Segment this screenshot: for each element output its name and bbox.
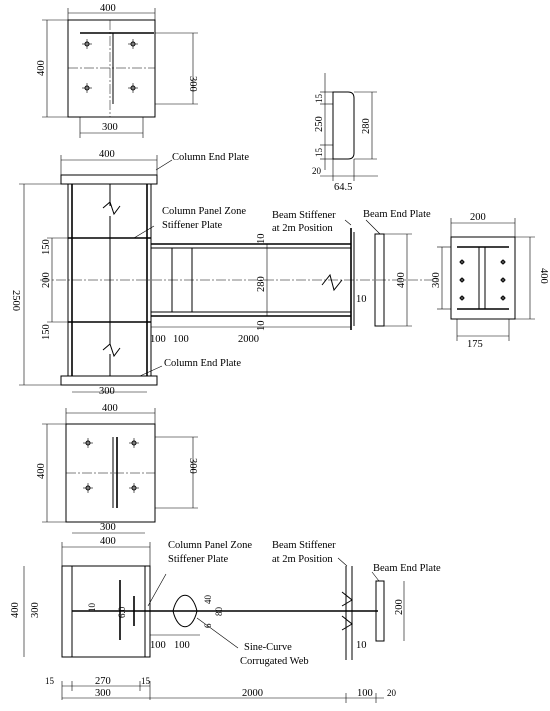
label-column-end-plate: Column End Plate	[172, 152, 249, 163]
dim-column-height: 2500	[10, 290, 21, 311]
sine-curve-web	[172, 594, 198, 628]
dim-column-base-300: 300	[99, 386, 115, 397]
dim-panel-middle: 200	[41, 272, 52, 288]
dim-top-width: 400	[100, 3, 116, 14]
dim-end-plate-width: 200	[470, 212, 486, 223]
dim-end-plate-height-400: 400	[538, 268, 549, 284]
stiffener-outline	[332, 91, 355, 160]
dim-plan-300-b: 300	[95, 688, 111, 699]
dim-plan-6b: 6	[203, 623, 213, 628]
dim-panel-lower: 150	[41, 324, 52, 340]
dim-bottom-plate-300: 300	[187, 458, 198, 474]
label-sine-curve-2: Corrugated Web	[240, 656, 309, 667]
bolt-icon	[500, 295, 506, 301]
bolt-icon	[500, 259, 506, 265]
dim-stiffener-thk: 10	[356, 294, 367, 305]
bottom-column-end-plate-view: 400 400 300	[36, 403, 198, 523]
bolt-icon	[128, 83, 138, 93]
dim-plan-100-b: 100	[174, 640, 190, 651]
dim-stiffener-offset: 20	[312, 166, 322, 176]
label-beam-stiffener-2: at 2m Position	[272, 223, 333, 234]
dim-top-bolt-horizontal: 300	[102, 122, 118, 133]
beam-end-plate-plan	[375, 580, 385, 642]
dim-stiffener-height: 280	[361, 118, 372, 134]
label-beam-end-plate-plan: Beam End Plate	[373, 563, 441, 574]
label-beam-stiffener-plan-1: Beam Stiffener	[272, 540, 336, 551]
dim-plan-100-c: 100	[357, 688, 373, 699]
bolt-icon	[459, 295, 465, 301]
dim-plan-40: 40	[203, 595, 213, 605]
main-elevation-view: Column End Plate Column Panel Zone Stiff…	[10, 149, 440, 397]
dim-plan-80: 80	[214, 607, 224, 617]
label-sine-curve-1: Sine-Curve	[244, 642, 292, 653]
beam-end-plate-view: 200 400 300 175	[431, 212, 549, 350]
label-panel-zone-2: Stiffener Plate	[162, 220, 223, 231]
dim-plan-stiffener-10: 10	[356, 640, 367, 651]
bolt-icon	[128, 39, 138, 49]
dim-plan-height-300: 300	[30, 602, 41, 618]
dim-beam-offset-1: 100	[150, 334, 166, 345]
dim-end-plate-height: 400	[396, 272, 407, 288]
dim-plan-100-a: 100	[150, 640, 166, 651]
dim-flange-top-thk: 10	[256, 234, 267, 245]
stiffener-detail-view: 15 250 15 280 20 64.5	[312, 73, 378, 193]
dim-plan-270: 270	[95, 676, 111, 687]
dim-stiffener-bottom-chamfer: 15	[314, 148, 324, 158]
beam-end-plate	[374, 233, 385, 327]
label-panel-zone-plan-2: Stiffener Plate	[168, 554, 229, 565]
dim-plan-10: 10	[87, 603, 97, 613]
plate-outline	[67, 19, 156, 118]
dim-plan-endplate-200: 200	[394, 599, 405, 615]
column-end-plate-top	[60, 174, 158, 185]
dim-beam-length: 2000	[238, 334, 259, 345]
dim-plan-300: 300	[100, 522, 116, 533]
dim-top-height: 400	[36, 60, 47, 76]
dim-plan-6: 6.0	[117, 606, 127, 618]
bottom-plan-view: Column Panel Zone Stiffener Plate Beam S…	[10, 522, 441, 703]
bolt-icon	[500, 277, 506, 283]
bolt-icon	[83, 438, 93, 448]
dim-beam-depth: 280	[256, 276, 267, 292]
dim-stiffener-width: 64.5	[334, 182, 352, 193]
dim-plan-20: 20	[387, 688, 397, 698]
bolt-icon	[83, 483, 93, 493]
dim-bottom-plate-height: 400	[36, 463, 47, 479]
bolt-icon	[129, 483, 139, 493]
bolt-icon	[459, 259, 465, 265]
dim-plan-400: 400	[100, 536, 116, 547]
label-panel-zone-1: Column Panel Zone	[162, 206, 246, 217]
dim-end-plate-175: 175	[467, 339, 483, 350]
dim-end-plate-bolt-300: 300	[431, 272, 442, 288]
dim-plan-2000: 2000	[242, 688, 263, 699]
label-beam-end-plate: Beam End Plate	[363, 209, 431, 220]
label-panel-zone-plan-1: Column Panel Zone	[168, 540, 252, 551]
dim-plan-15-b: 15	[141, 676, 151, 686]
column-end-plate-bottom	[60, 375, 158, 386]
dim-flange-bottom-thk: 10	[256, 321, 267, 332]
bolt-icon	[459, 277, 465, 283]
dim-column-width: 400	[99, 149, 115, 160]
bolt-icon	[82, 83, 92, 93]
top-column-end-plate-view: 400 400 300 300	[36, 3, 198, 138]
dim-stiffener-inner-height: 250	[314, 116, 325, 132]
dim-bottom-plate-width: 400	[102, 403, 118, 414]
dim-plan-15-a: 15	[45, 676, 55, 686]
label-beam-stiffener-plan-2: at 2m Position	[272, 554, 333, 565]
bolt-icon	[82, 39, 92, 49]
label-column-end-plate-bottom: Column End Plate	[164, 358, 241, 369]
dim-top-bolt-vertical: 300	[187, 76, 198, 92]
bolt-icon	[129, 438, 139, 448]
end-plate-outline	[450, 236, 516, 320]
label-beam-stiffener-1: Beam Stiffener	[272, 210, 336, 221]
dim-beam-offset-2: 100	[173, 334, 189, 345]
dim-stiffener-top-chamfer: 15	[314, 94, 324, 104]
dim-panel-upper: 150	[41, 239, 52, 255]
dim-plan-height-400: 400	[10, 602, 21, 618]
